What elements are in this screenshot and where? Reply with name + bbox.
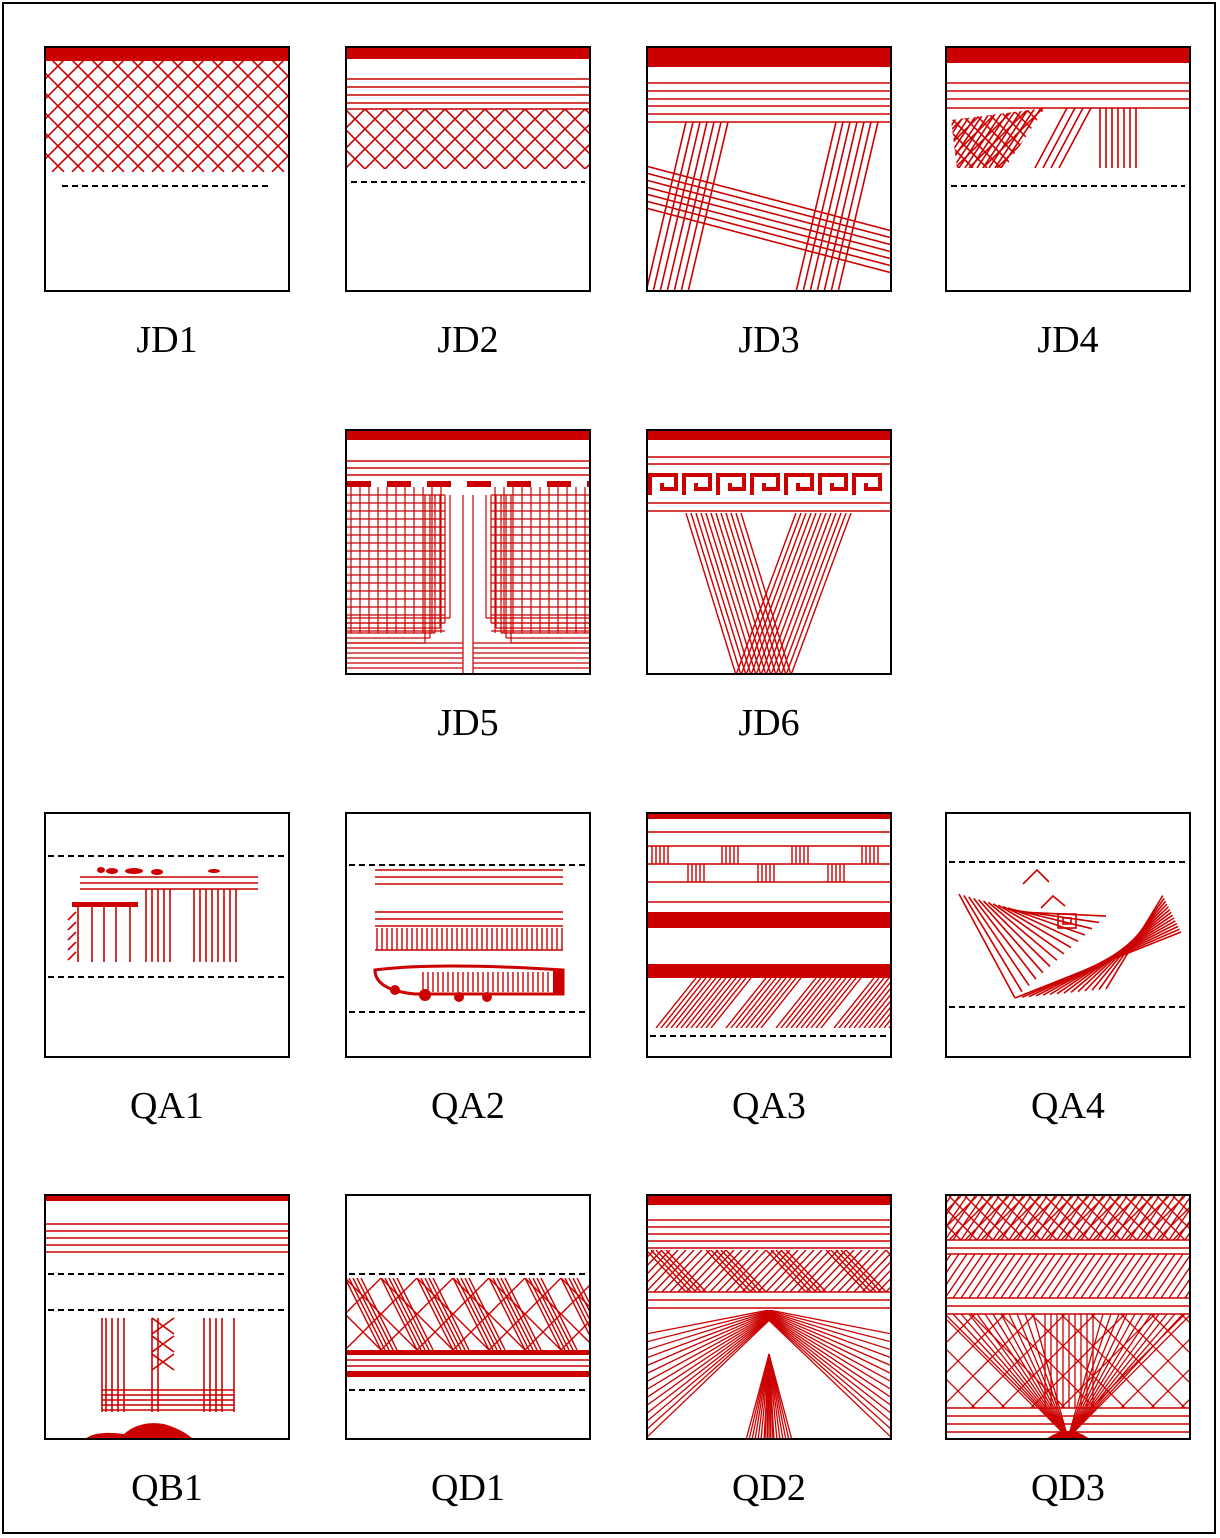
label-jd3: JD3 <box>646 318 892 362</box>
label-qd2: QD2 <box>646 1466 892 1510</box>
panel-qd3: QD3 <box>945 1194 1191 1440</box>
jd6-pattern <box>646 429 892 675</box>
label-qd3: QD3 <box>945 1466 1191 1510</box>
qd1-pattern <box>345 1194 591 1440</box>
panel-jd5: JD5 <box>345 429 591 675</box>
label-jd2: JD2 <box>345 318 591 362</box>
qa2-pattern <box>345 812 591 1058</box>
jd2-pattern <box>345 46 591 292</box>
label-jd5: JD5 <box>345 701 591 745</box>
panel-qd2: QD2 <box>646 1194 892 1440</box>
panel-jd4: JD4 <box>945 46 1191 292</box>
label-jd1: JD1 <box>44 318 290 362</box>
jd1-pattern <box>44 46 290 292</box>
label-jd6: JD6 <box>646 701 892 745</box>
label-qa1: QA1 <box>44 1084 290 1128</box>
panel-jd6: JD6 <box>646 429 892 675</box>
jd3-pattern <box>646 46 892 292</box>
panel-qd1: QD1 <box>345 1194 591 1440</box>
panel-jd2: JD2 <box>345 46 591 292</box>
qa3-pattern <box>646 812 892 1058</box>
qa1-pattern <box>44 812 290 1058</box>
qb1-pattern <box>44 1194 290 1440</box>
label-qa2: QA2 <box>345 1084 591 1128</box>
panel-jd3: JD3 <box>646 46 892 292</box>
panel-qa2: QA2 <box>345 812 591 1058</box>
label-qd1: QD1 <box>345 1466 591 1510</box>
jd4-pattern <box>945 46 1191 292</box>
panel-qb1: QB1 <box>44 1194 290 1440</box>
qa4-pattern <box>945 812 1191 1058</box>
panel-qa1: QA1 <box>44 812 290 1058</box>
label-qb1: QB1 <box>44 1466 290 1510</box>
qd3-pattern <box>945 1194 1191 1440</box>
label-qa3: QA3 <box>646 1084 892 1128</box>
jd5-pattern <box>345 429 591 675</box>
panel-qa4: QA4 <box>945 812 1191 1058</box>
label-qa4: QA4 <box>945 1084 1191 1128</box>
panel-qa3: QA3 <box>646 812 892 1058</box>
qd2-pattern <box>646 1194 892 1440</box>
panel-jd1: JD1 <box>44 46 290 292</box>
label-jd4: JD4 <box>945 318 1191 362</box>
